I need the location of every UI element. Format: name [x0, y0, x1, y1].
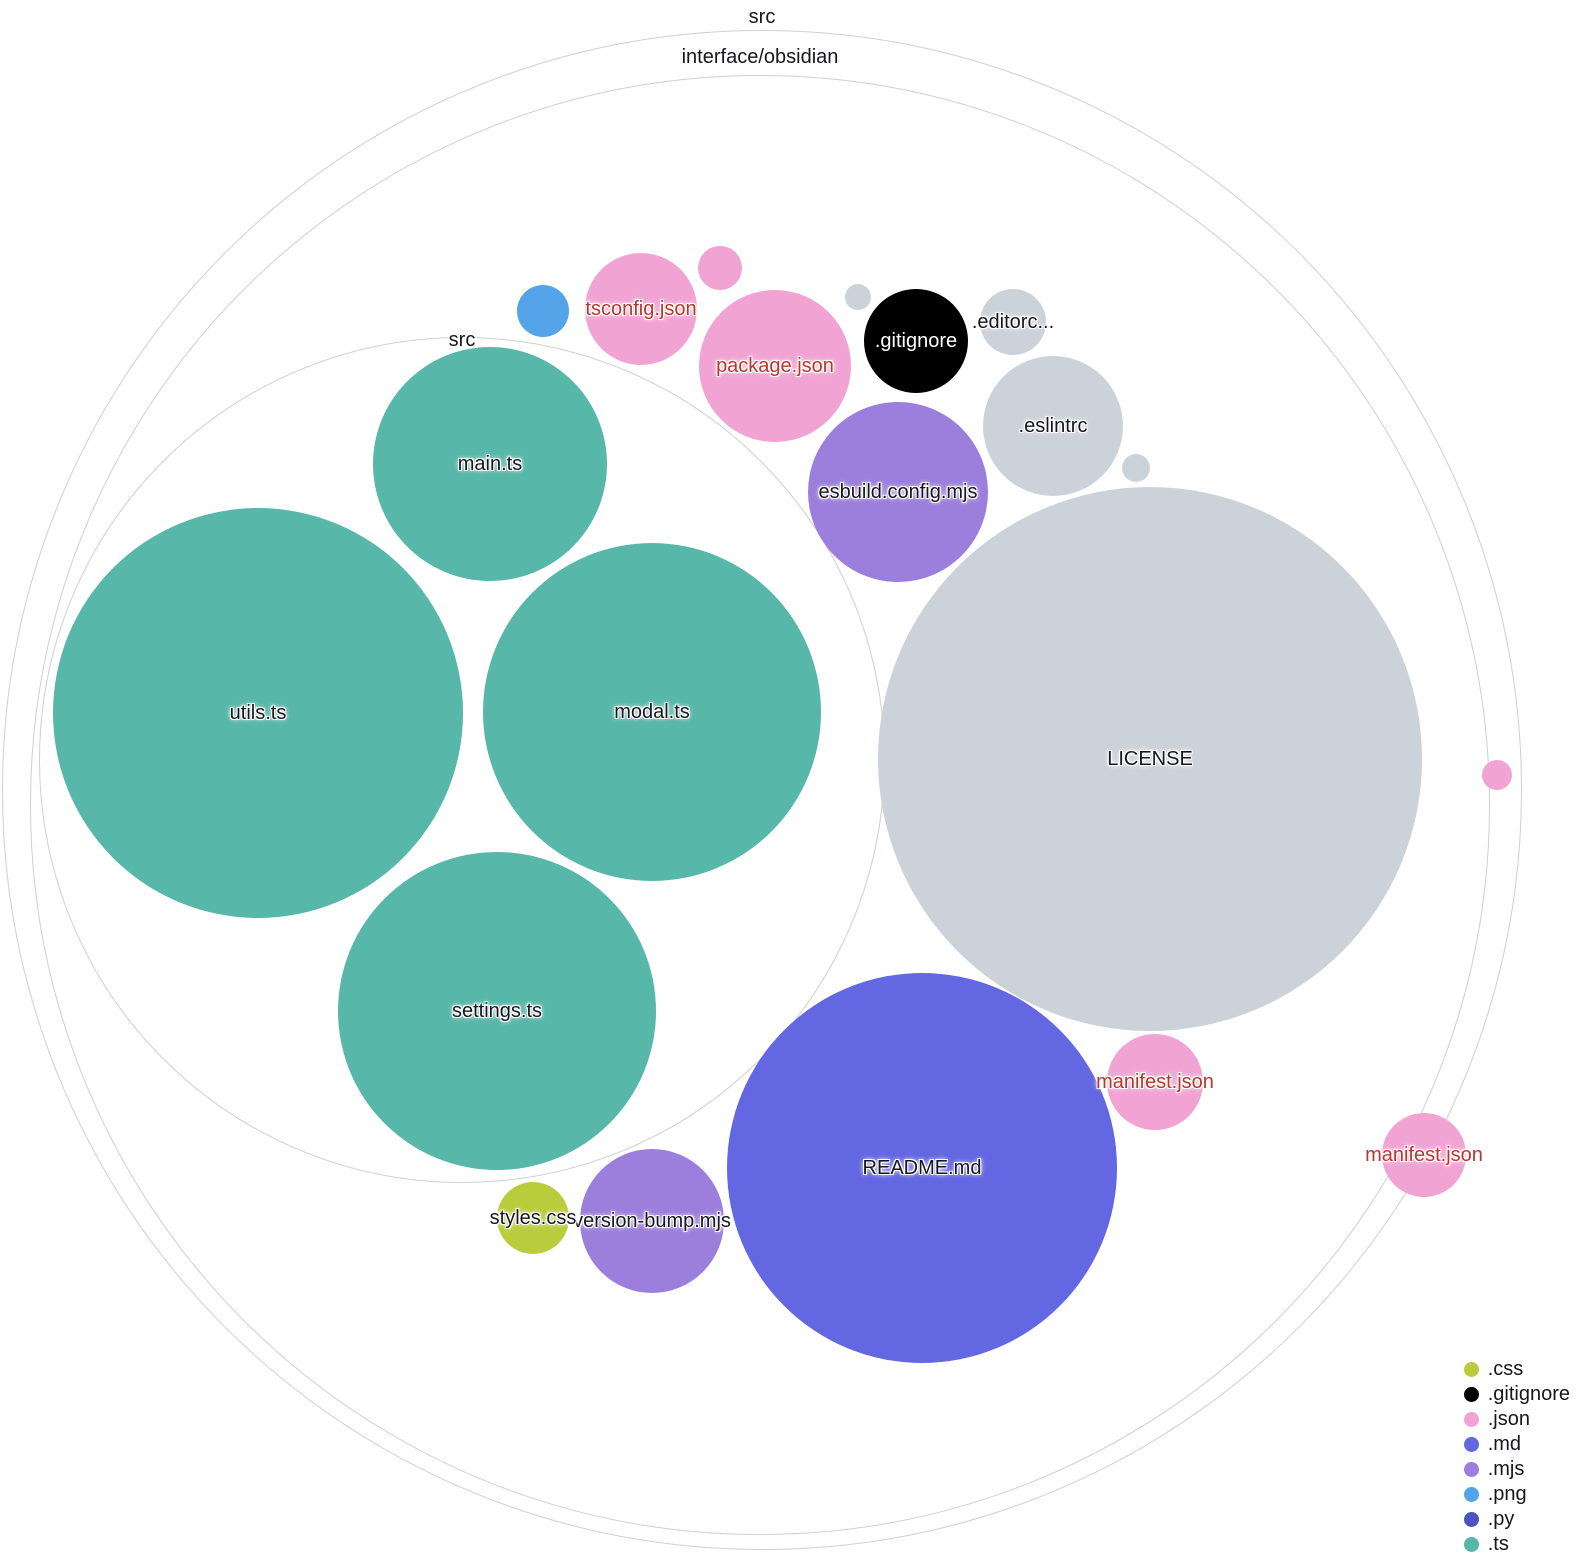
file-circle-utils-ts[interactable] — [53, 508, 463, 918]
legend-item-gitignore: .gitignore — [1463, 1383, 1570, 1405]
file-circle-manifest-json[interactable] — [1107, 1034, 1203, 1130]
file-label-modal-ts: modal.ts — [614, 701, 690, 723]
file-label-main-ts: main.ts — [457, 453, 523, 475]
file-circle-main-ts[interactable] — [373, 347, 607, 581]
file-circle-gray-small[interactable] — [1122, 454, 1150, 482]
legend-swatch-gitignore-icon — [1463, 1386, 1479, 1402]
folder-circle-interface-obsidian — [30, 75, 1490, 1535]
folder-circle-src — [2, 30, 1522, 1550]
legend-swatch-json-icon — [1463, 1411, 1479, 1427]
legend-item-png: .png — [1463, 1483, 1570, 1505]
file-label-gitignore: .gitignore — [874, 330, 958, 352]
file-label-esbuild-config-mjs: esbuild.config.mjs — [818, 481, 978, 503]
file-label-version-bump-mjs: version-bump.mjs — [573, 1210, 731, 1232]
legend-label: .py — [1487, 1508, 1515, 1530]
file-circle-eslintrc[interactable] — [983, 356, 1123, 496]
file-circle-json-small[interactable] — [698, 246, 742, 290]
file-circle-settings-ts[interactable] — [338, 852, 656, 1170]
file-circle-manifest-json[interactable] — [1382, 1113, 1466, 1197]
file-circle-version-bump-mjs[interactable] — [580, 1149, 724, 1293]
file-circle-esbuild-config-mjs[interactable] — [808, 402, 988, 582]
legend-label: .css — [1487, 1358, 1524, 1380]
legend-swatch-ts-icon — [1463, 1536, 1479, 1552]
file-label-eslintrc: .eslintrc — [1018, 415, 1088, 437]
legend-swatch-css-icon — [1463, 1361, 1479, 1377]
file-circle-tsconfig-json[interactable] — [585, 253, 697, 365]
file-label-readme-md: README.md — [862, 1157, 982, 1179]
file-label-editorc: .editorc... — [971, 311, 1055, 333]
file-circle-png-small[interactable] — [517, 285, 569, 337]
legend-item-py: .py — [1463, 1508, 1570, 1530]
legend-item-json: .json — [1463, 1408, 1570, 1430]
file-label-settings-ts: settings.ts — [451, 1000, 543, 1022]
legend-label: .mjs — [1487, 1458, 1525, 1480]
legend-label: .json — [1487, 1408, 1530, 1430]
folder-label-src: src — [448, 329, 476, 351]
file-circle-readme-md[interactable] — [727, 973, 1117, 1363]
legend-item-ts: .ts — [1463, 1533, 1570, 1555]
legend-label: .md — [1487, 1433, 1522, 1455]
file-circle-styles-css[interactable] — [497, 1182, 569, 1254]
legend-label: .gitignore — [1487, 1383, 1570, 1405]
legend-item-mjs: .mjs — [1463, 1458, 1570, 1480]
file-circle-modal-ts[interactable] — [483, 543, 821, 881]
folder-label-interface-obsidian: interface/obsidian — [681, 46, 839, 68]
legend-item-md: .md — [1463, 1433, 1570, 1455]
file-circle-json-small[interactable] — [1482, 760, 1512, 790]
file-label-manifest-json: manifest.json — [1365, 1144, 1483, 1166]
legend-label: .ts — [1487, 1533, 1509, 1555]
legend-item-css: .css — [1463, 1358, 1570, 1380]
file-label-styles-css: styles.css — [489, 1207, 577, 1229]
folder-label-src: src — [748, 6, 776, 28]
file-label-manifest-json: manifest.json — [1096, 1071, 1214, 1093]
file-label-utils-ts: utils.ts — [229, 702, 287, 724]
legend-swatch-py-icon — [1463, 1511, 1479, 1527]
file-circle-editorc[interactable] — [980, 289, 1046, 355]
legend-label: .png — [1487, 1483, 1527, 1505]
file-circle-license[interactable] — [878, 487, 1422, 1031]
legend: .css .gitignore .json .md .mjs .png .py .ts — [1463, 1358, 1570, 1555]
file-label-package-json: package.json — [716, 355, 834, 377]
file-label-license: LICENSE — [1107, 748, 1193, 770]
legend-swatch-mjs-icon — [1463, 1461, 1479, 1477]
file-circle-gray-small[interactable] — [845, 284, 871, 310]
file-circle-gitignore[interactable] — [864, 289, 968, 393]
legend-swatch-png-icon — [1463, 1486, 1479, 1502]
file-circle-package-json[interactable] — [699, 290, 851, 442]
file-label-tsconfig-json: tsconfig.json — [585, 298, 697, 320]
legend-swatch-md-icon — [1463, 1436, 1479, 1452]
